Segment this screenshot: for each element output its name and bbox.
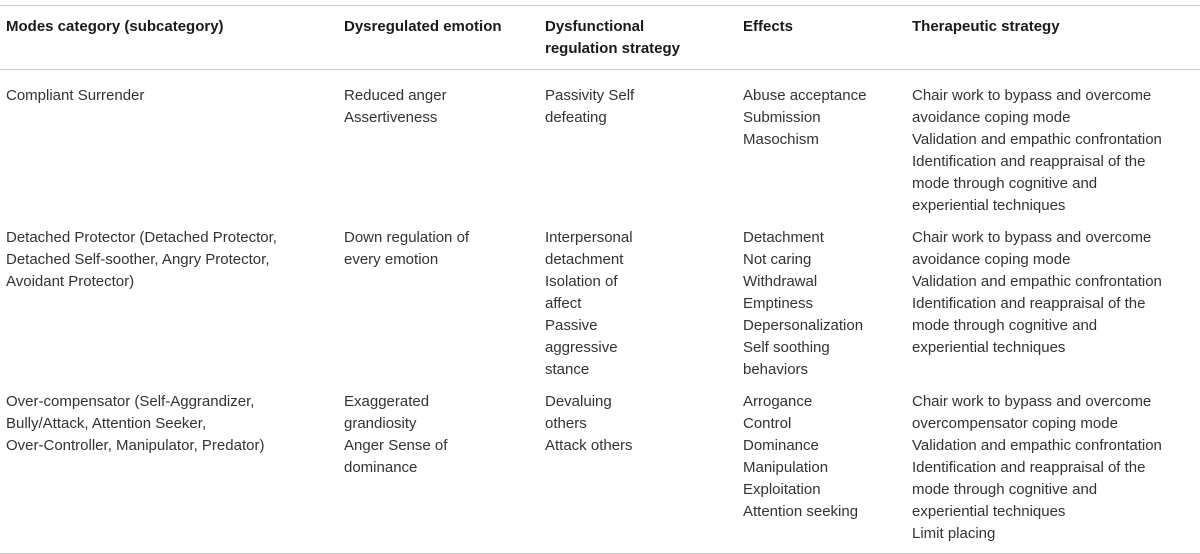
table-row: Over-compensator (Self-Aggrandizer, Bull…	[0, 386, 1200, 554]
cell-line: Validation and empathic confrontation	[912, 437, 1162, 454]
cell-line: experiential techniques	[912, 197, 1066, 214]
cell-line: dominance	[344, 459, 418, 476]
header-dysfunctional-regulation-strategy: Dysfunctional regulation strategy	[539, 6, 737, 70]
header-effects: Effects	[743, 18, 794, 35]
cell-line: Bully/Attack, Attention Seeker,	[6, 415, 207, 432]
cell-line: mode through cognitive and	[912, 317, 1098, 334]
cell-therapy: Chair work to bypass and overcome overco…	[906, 386, 1200, 554]
cell-strategy: Interpersonal detachment Isolation of af…	[539, 222, 737, 386]
cell-line: aggressive	[545, 339, 618, 356]
cell-therapy: Chair work to bypass and overcome avoida…	[906, 222, 1200, 386]
cell-emotion: Down regulation of every emotion	[338, 222, 539, 386]
cell-line: Avoidant Protector)	[6, 273, 135, 290]
cell-line: Identification and reappraisal of the	[912, 459, 1146, 476]
cell-line: Chair work to bypass and overcome	[912, 229, 1152, 246]
cell-line: mode through cognitive and	[912, 481, 1098, 498]
cell-line: Masochism	[743, 131, 819, 148]
cell-line: Exaggerated	[344, 393, 430, 410]
cell-line: Detached Self-soother, Angry Protector,	[6, 251, 270, 268]
table-row: Detached Protector (Detached Protector, …	[0, 222, 1200, 386]
cell-line: Abuse acceptance	[743, 87, 867, 104]
cell-line: behaviors	[743, 361, 809, 378]
cell-line: Down regulation of	[344, 229, 470, 246]
cell-line: Passive	[545, 317, 598, 334]
cell-line: Chair work to bypass and overcome	[912, 393, 1152, 410]
cell-line: Limit placing	[912, 525, 996, 542]
cell-line: Withdrawal	[743, 273, 818, 290]
cell-line: Depersonalization	[743, 317, 864, 334]
cell-line: Arrogance	[743, 393, 813, 410]
cell-effects: Detachment Not caring Withdrawal Emptine…	[737, 222, 906, 386]
header-dysregulated-emotion: Dysregulated emotion	[344, 18, 502, 35]
cell-line: Exploitation	[743, 481, 821, 498]
cell-line: Assertiveness	[344, 109, 438, 126]
modes-table-container: Modes category (subcategory) Dysregulate…	[0, 5, 1200, 554]
cell-effects: Arrogance Control Dominance Manipulation…	[737, 386, 906, 554]
cell-line: Detached Protector (Detached Protector,	[6, 229, 277, 246]
cell-line: Detachment	[743, 229, 824, 246]
cell-line: Chair work to bypass and overcome	[912, 87, 1152, 104]
cell-line: Self soothing	[743, 339, 830, 356]
cell-line: mode through cognitive and	[912, 175, 1098, 192]
cell-line: Compliant Surrender	[6, 87, 145, 104]
cell-line: Isolation of	[545, 273, 618, 290]
cell-line: Dominance	[743, 437, 819, 454]
cell-line: Devaluing	[545, 393, 612, 410]
cell-line: defeating	[545, 109, 607, 126]
cell-mode: Compliant Surrender	[0, 70, 338, 223]
header-col3-line: Dysfunctional	[545, 18, 645, 35]
cell-line: experiential techniques	[912, 503, 1066, 520]
cell-line: experiential techniques	[912, 339, 1066, 356]
cell-line: Emptiness	[743, 295, 814, 312]
cell-line: Manipulation	[743, 459, 829, 476]
cell-line: Identification and reappraisal of the	[912, 153, 1146, 170]
cell-line: Validation and empathic confrontation	[912, 131, 1162, 148]
cell-therapy: Chair work to bypass and overcome avoida…	[906, 70, 1200, 223]
cell-emotion: Exaggerated grandiosity Anger Sense of d…	[338, 386, 539, 554]
cell-emotion: Reduced anger Assertiveness	[338, 70, 539, 223]
table-row: Compliant Surrender Reduced anger Assert…	[0, 70, 1200, 223]
cell-line: Attack others	[545, 437, 633, 454]
cell-line: Anger Sense of	[344, 437, 448, 454]
cell-effects: Abuse acceptance Submission Masochism	[737, 70, 906, 223]
cell-line: overcompensator coping mode	[912, 415, 1118, 432]
cell-mode: Over-compensator (Self-Aggrandizer, Bull…	[0, 386, 338, 554]
cell-line: avoidance coping mode	[912, 251, 1071, 268]
cell-line: Over-compensator (Self-Aggrandizer,	[6, 393, 255, 410]
table-header-row: Modes category (subcategory) Dysregulate…	[0, 5, 1200, 70]
modes-table: Modes category (subcategory) Dysregulate…	[0, 5, 1200, 554]
cell-line: Control	[743, 415, 792, 432]
header-col3-line: regulation strategy	[545, 40, 681, 57]
cell-line: detachment	[545, 251, 624, 268]
cell-strategy: Passivity Self defeating	[539, 70, 737, 223]
cell-line: avoidance coping mode	[912, 109, 1071, 126]
header-therapeutic-strategy: Therapeutic strategy	[912, 18, 1060, 35]
cell-mode: Detached Protector (Detached Protector, …	[0, 222, 338, 386]
cell-line: Over-Controller, Manipulator, Predator)	[6, 437, 265, 454]
cell-line: Validation and empathic confrontation	[912, 273, 1162, 290]
cell-line: every emotion	[344, 251, 439, 268]
cell-line: stance	[545, 361, 590, 378]
cell-line: Passivity Self	[545, 87, 635, 104]
cell-line: grandiosity	[344, 415, 417, 432]
cell-line: Submission	[743, 109, 821, 126]
cell-strategy: Devaluing others Attack others	[539, 386, 737, 554]
cell-line: Reduced anger	[344, 87, 447, 104]
header-modes-category: Modes category (subcategory)	[6, 18, 224, 35]
cell-line: Not caring	[743, 251, 812, 268]
cell-line: Attention seeking	[743, 503, 859, 520]
cell-line: affect	[545, 295, 582, 312]
cell-line: Interpersonal	[545, 229, 633, 246]
cell-line: others	[545, 415, 587, 432]
cell-line: Identification and reappraisal of the	[912, 295, 1146, 312]
